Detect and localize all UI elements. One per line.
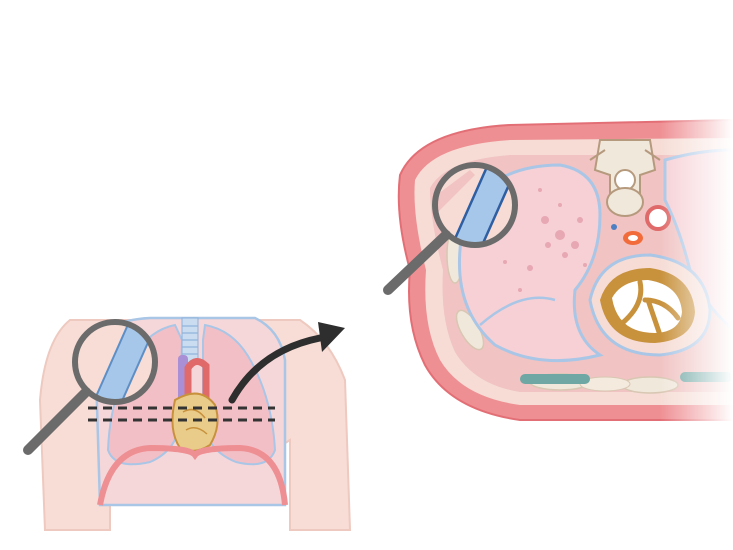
aortic-arch	[184, 358, 210, 405]
magnifier-icon	[23, 319, 158, 455]
cross-section-diagram	[397, 110, 733, 430]
magnifier-icon	[383, 162, 518, 295]
arrow-right-curved-icon	[228, 322, 345, 404]
diaphragm	[97, 444, 288, 506]
heart	[171, 392, 219, 452]
